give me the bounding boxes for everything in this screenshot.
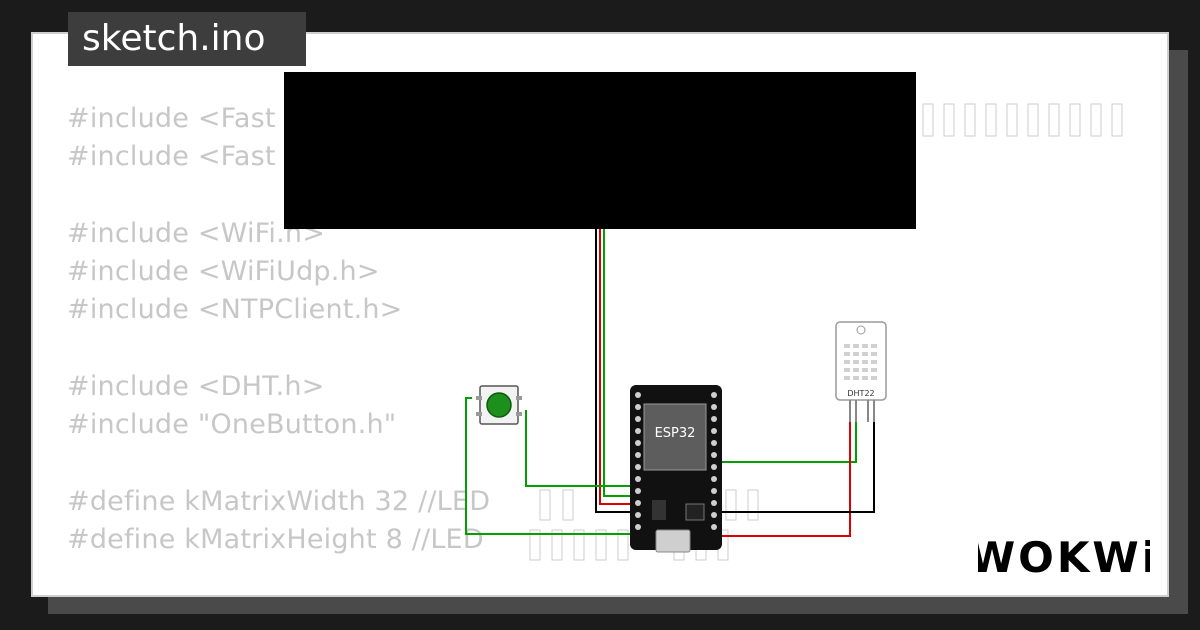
sensor-data-wire xyxy=(718,420,857,463)
code-line: #define kMatrixWidth 32 //LED xyxy=(67,485,491,517)
file-tab-label: sketch.ino xyxy=(82,18,266,59)
code-line: #include <Fast xyxy=(67,103,276,134)
matrix-data-wire xyxy=(603,229,636,497)
code-line: #include <WiFiUdp.h> xyxy=(67,256,380,288)
code-line: #include <Fast xyxy=(67,141,276,173)
button-wire-left xyxy=(465,397,636,535)
code-snippet: #include <Fast #include <Fast #include <… xyxy=(67,100,490,560)
matrix-ground-wire xyxy=(595,229,636,513)
matrix-power-wire xyxy=(599,229,636,505)
dht22-sensor: DHT22 xyxy=(835,321,887,422)
matrix-wires xyxy=(595,229,636,513)
button-wires xyxy=(465,397,636,535)
dht22-label: DHT22 xyxy=(847,389,874,398)
wokwi-logo[interactable]: WOKWi xyxy=(978,528,1150,584)
esp32-board: ESP32 xyxy=(630,385,722,553)
esp32-chip-label: ESP32 xyxy=(655,426,696,441)
code-line: #include <NTPClient.h> xyxy=(67,294,403,326)
button-wire-right xyxy=(525,410,636,487)
placeholder-tiles xyxy=(922,103,1123,137)
push-button[interactable] xyxy=(476,385,522,425)
code-line: #define kMatrixHeight 8 //LED xyxy=(67,524,484,556)
file-tab[interactable]: sketch.ino xyxy=(68,12,306,66)
wokwi-logo-text: WOKWi xyxy=(978,533,1150,582)
sensor-ground-wire xyxy=(718,420,875,513)
code-line: #include "OneButton.h" xyxy=(67,409,397,441)
led-matrix-panel xyxy=(284,72,916,229)
code-line: #include <DHT.h> xyxy=(67,371,325,403)
